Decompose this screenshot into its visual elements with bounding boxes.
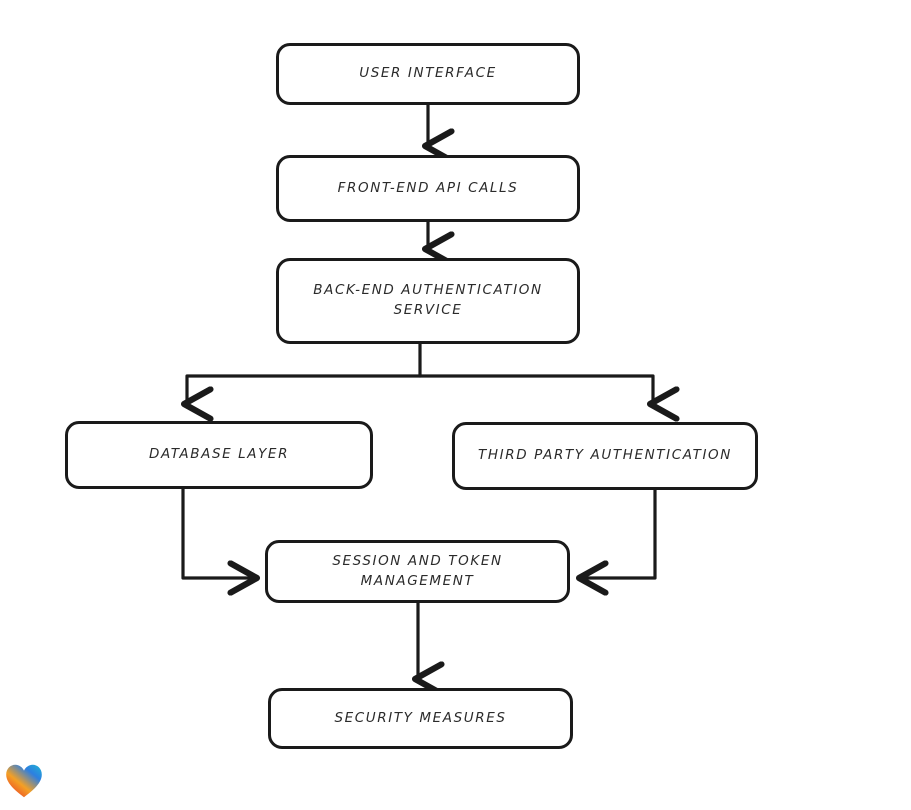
- node-user-interface-label: User Interface: [359, 65, 497, 82]
- node-database-layer[interactable]: Database Layer: [65, 421, 373, 489]
- node-back-end-authentication-service[interactable]: Back-End Authentication Service: [276, 258, 580, 344]
- node-front-end-api-calls-label: Front-End API Calls: [337, 179, 519, 196]
- edge-backend-to-thirdparty: [418, 374, 653, 404]
- node-security-measures-label: Security Measures: [334, 709, 507, 726]
- node-third-party-authentication-label: Third Party Authentication: [478, 447, 732, 464]
- heart-icon: [6, 764, 42, 798]
- edge-thirdparty-to-session: [582, 488, 657, 578]
- node-security-measures[interactable]: Security Measures: [268, 688, 573, 749]
- edge-backend-to-database: [187, 342, 422, 404]
- node-session-and-token-management[interactable]: Session and Token Management: [265, 540, 570, 603]
- edge-database-to-session: [181, 487, 254, 578]
- node-back-end-authentication-service-label: Back-End Authentication Service: [313, 282, 543, 318]
- node-front-end-api-calls[interactable]: Front-End API Calls: [276, 155, 580, 222]
- node-session-and-token-management-label: Session and Token Management: [332, 552, 503, 589]
- node-user-interface[interactable]: User Interface: [276, 43, 580, 105]
- node-third-party-authentication[interactable]: Third Party Authentication: [452, 422, 758, 490]
- node-database-layer-label: Database Layer: [148, 446, 290, 463]
